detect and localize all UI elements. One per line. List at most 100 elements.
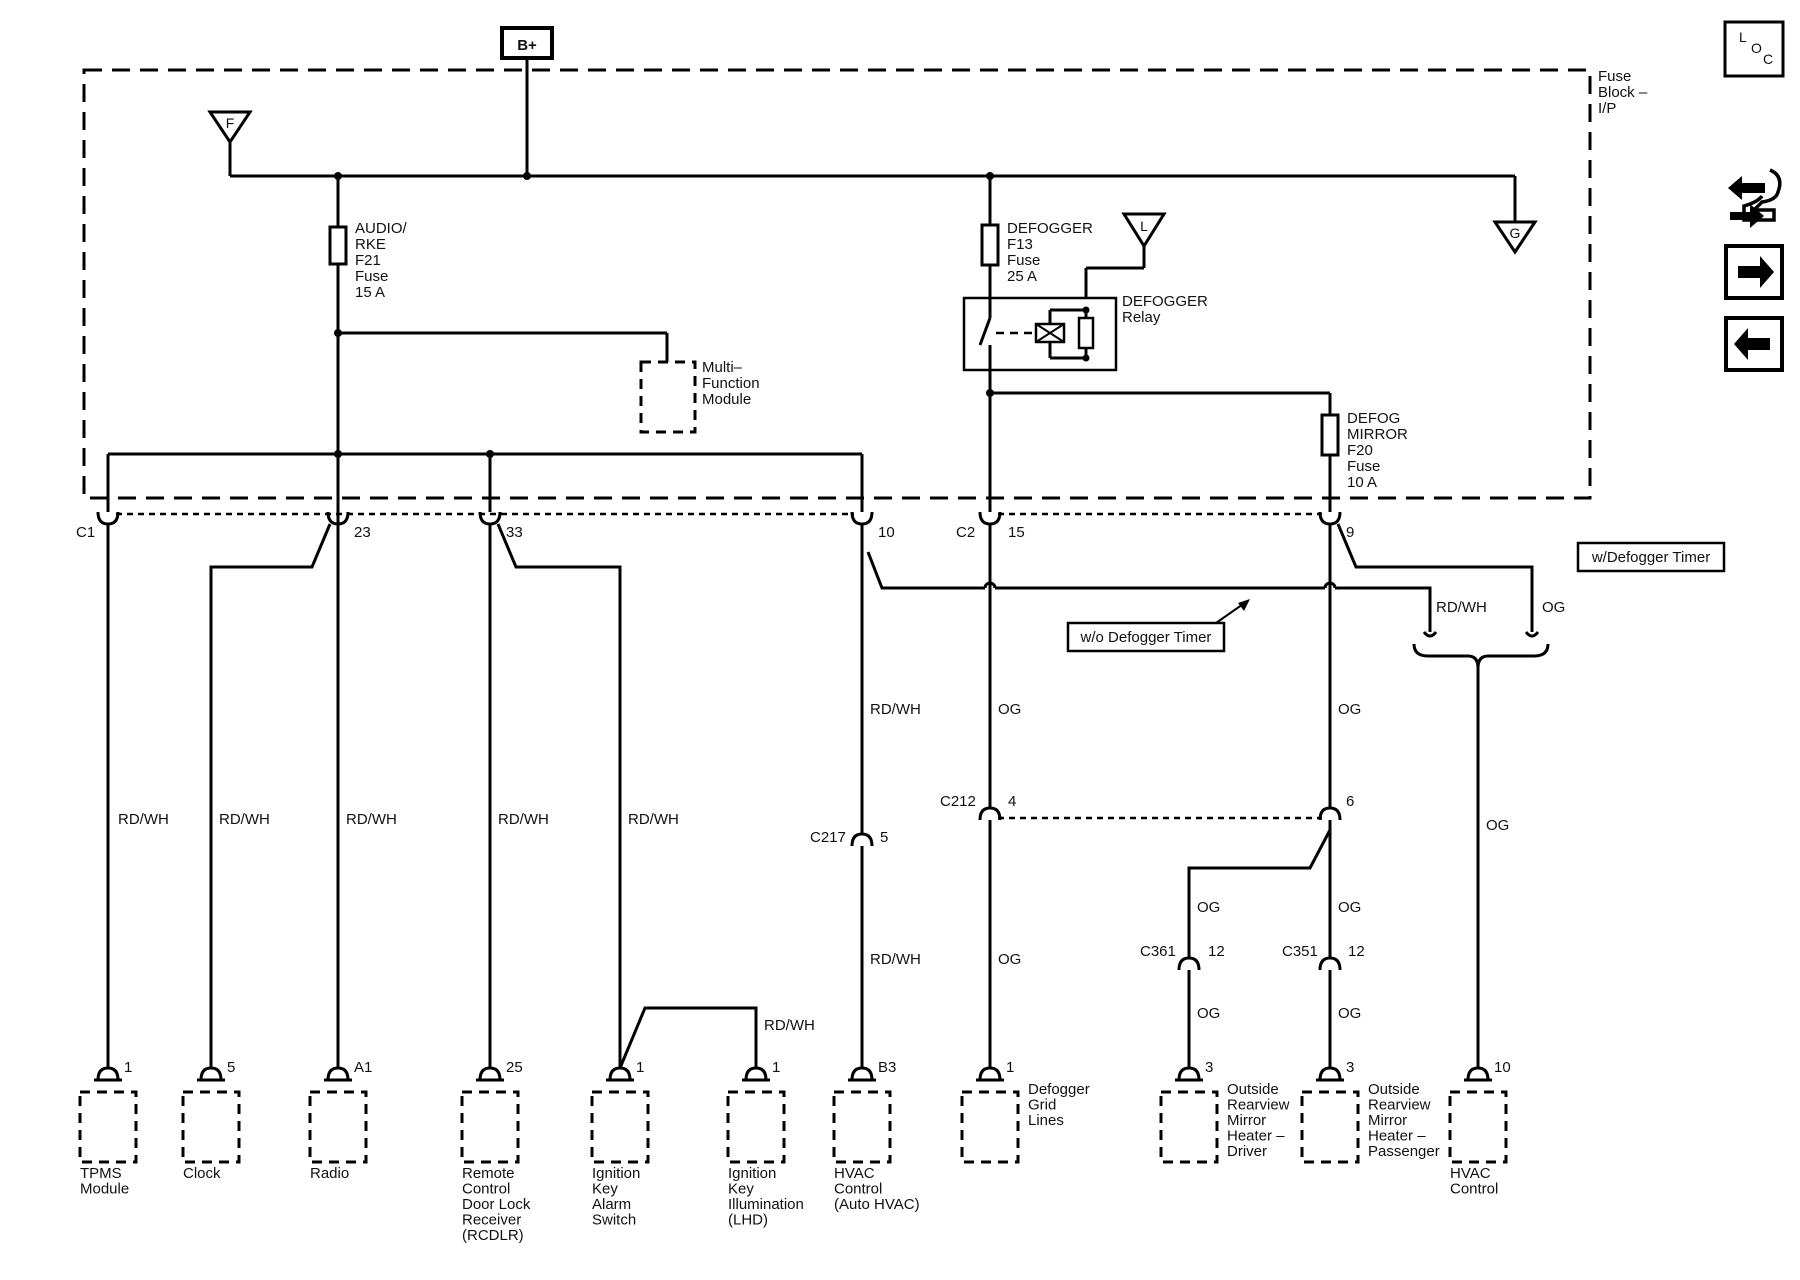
svg-text:DEFOG: DEFOG (1347, 410, 1400, 427)
component-name: Ignition (592, 1165, 640, 1182)
svg-text:15 A: 15 A (355, 284, 385, 301)
fuse-f13 (980, 223, 1000, 267)
fuse-f20 (1320, 413, 1340, 457)
svg-text:RD/WH: RD/WH (346, 811, 397, 828)
component-name: Key (728, 1181, 754, 1198)
component-name: Radio (310, 1165, 349, 1182)
component-name: (Auto HVAC) (834, 1196, 920, 1213)
svg-text:C1: C1 (76, 524, 95, 541)
svg-text:DEFOGGER: DEFOGGER (1007, 220, 1093, 237)
svg-text:OG: OG (1197, 899, 1220, 916)
c212-label: C212 (940, 793, 976, 810)
svg-text:OG: OG (998, 701, 1021, 718)
component-name: Control (462, 1181, 510, 1198)
svg-text:w/o Defogger Timer: w/o Defogger Timer (1080, 629, 1212, 646)
fuse-block-boundary (82, 68, 1592, 500)
component-box (590, 1090, 650, 1164)
c217-connector (850, 832, 874, 856)
component-swap-icon[interactable] (1728, 168, 1782, 228)
multi-function-module (639, 360, 697, 434)
component-pin: 3 (1205, 1059, 1213, 1076)
component-name: Illumination (728, 1196, 804, 1213)
wire-color-labels: RD/WH RD/WH RD/WH RD/WH RD/WH RD/WH RD/W… (118, 599, 1565, 1034)
inline-connectors (850, 806, 1342, 980)
svg-text:Fuse: Fuse (1007, 252, 1040, 269)
svg-text:AUDIO/: AUDIO/ (355, 220, 408, 237)
svg-text:Fuse: Fuse (1598, 68, 1631, 85)
component-name: Heater – (1368, 1128, 1426, 1145)
svg-text:F13: F13 (1007, 236, 1033, 253)
component-pin: A1 (354, 1059, 372, 1076)
svg-text:10 A: 10 A (1347, 474, 1377, 491)
w-defogger-timer-label: w/Defogger Timer (1576, 541, 1726, 573)
component-pin: 1 (124, 1059, 132, 1076)
component-terminal (1316, 1066, 1344, 1082)
pin-9: 9 (1346, 524, 1354, 541)
component-name: (RCDLR) (462, 1227, 524, 1244)
component-name: HVAC (834, 1165, 875, 1182)
svg-text:O: O (1751, 40, 1762, 56)
component-name: Remote (462, 1165, 515, 1182)
fuse-block-terminal (850, 511, 874, 526)
previous-page-arrow-icon[interactable] (1724, 316, 1784, 372)
svg-text:RD/WH: RD/WH (1436, 599, 1487, 616)
svg-text:G: G (1510, 225, 1521, 241)
svg-text:Module: Module (702, 391, 751, 408)
svg-text:w/Defogger Timer: w/Defogger Timer (1591, 549, 1710, 566)
svg-text:C: C (1763, 51, 1773, 67)
component-name: Heater – (1227, 1128, 1285, 1145)
component-pin: 10 (1494, 1059, 1511, 1076)
component-name: Passenger (1368, 1143, 1440, 1160)
svg-text:OG: OG (1338, 1005, 1361, 1022)
component-name: Clock (183, 1165, 221, 1182)
component-name: Receiver (462, 1212, 521, 1229)
component-name: TPMS (80, 1165, 122, 1182)
c217-label: C217 (810, 829, 846, 846)
defogger-relay-label: DEFOGGER Relay (1122, 293, 1208, 326)
fuse-block-terminal (96, 511, 120, 526)
fuse-f13-label: DEFOGGER F13 Fuse 25 A (1007, 220, 1093, 285)
component-terminal (848, 1066, 876, 1082)
c1-label: C1 (76, 524, 95, 541)
svg-text:RD/WH: RD/WH (498, 811, 549, 828)
c212-connector-pin-4 (978, 806, 1002, 830)
svg-text:Relay: Relay (1122, 309, 1161, 326)
component-pin: 1 (636, 1059, 644, 1076)
component-name: Mirror (1368, 1112, 1407, 1129)
svg-text:B+: B+ (517, 37, 537, 54)
component-name: Control (834, 1181, 882, 1198)
ref-triangle-g: G (1492, 220, 1538, 255)
svg-text:L: L (1739, 29, 1747, 45)
component-terminal (742, 1066, 770, 1082)
svg-text:OG: OG (998, 951, 1021, 968)
svg-text:RD/WH: RD/WH (628, 811, 679, 828)
svg-text:MIRROR: MIRROR (1347, 426, 1408, 443)
fuse-block-terminal (978, 511, 1002, 526)
component-name: Outside (1227, 1081, 1279, 1098)
fuse-block-terminal (1318, 511, 1342, 526)
next-page-arrow-icon[interactable] (1724, 244, 1784, 300)
component-name: Rearview (1368, 1097, 1431, 1114)
b-plus-source: B+ (500, 26, 554, 60)
svg-text:RD/WH: RD/WH (764, 1017, 815, 1034)
svg-text:I/P: I/P (1598, 100, 1616, 117)
c361-pin-12: 12 (1208, 943, 1225, 960)
component-name: Ignition (728, 1165, 776, 1182)
loc-icon[interactable]: L O C (1723, 20, 1785, 78)
fuse-block-label: Fuse Block – I/P (1598, 68, 1648, 117)
component-terminal (476, 1066, 504, 1082)
svg-text:RD/WH: RD/WH (118, 811, 169, 828)
svg-text:OG: OG (1338, 701, 1361, 718)
component-name: Lines (1028, 1112, 1064, 1129)
component-name: Key (592, 1181, 618, 1198)
component-terminal (606, 1066, 634, 1082)
